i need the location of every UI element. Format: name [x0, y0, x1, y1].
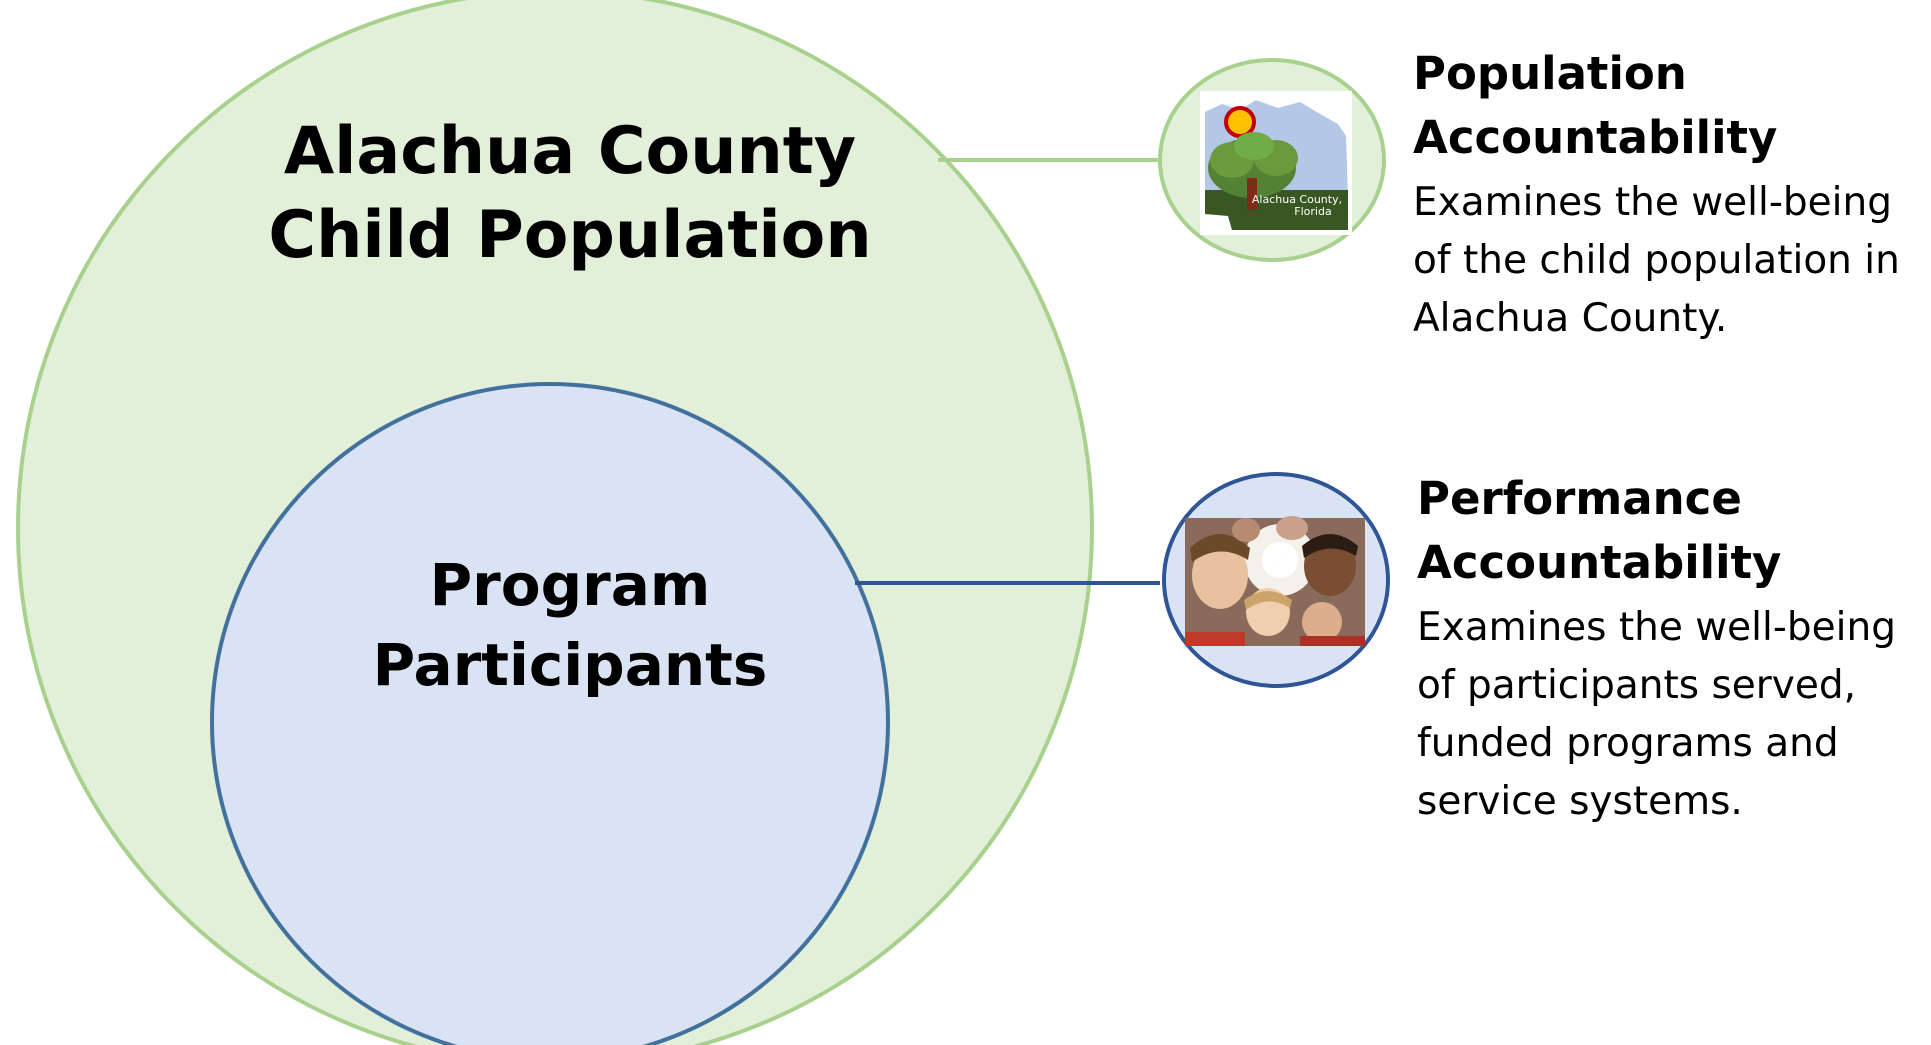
outer-circle-label: Alachua County Child Population: [240, 110, 900, 278]
inner-circle-participants: [210, 382, 890, 1045]
inner-circle-label: Program Participants: [370, 545, 770, 705]
population-title-line1: Population: [1413, 47, 1687, 100]
performance-badge: [1162, 472, 1390, 688]
population-accountability-block: Population Accountability Examines the w…: [1413, 42, 1931, 348]
alachua-county-map-logo-icon: Alachua County, Florida: [1205, 100, 1348, 230]
inner-circle-label-line1: Program: [429, 551, 711, 619]
performance-desc-line: funded programs and: [1417, 721, 1839, 766]
performance-desc-line: service systems.: [1417, 779, 1743, 824]
performance-accountability-title: Performance Accountability: [1417, 467, 1931, 595]
performance-accountability-description: Examines the well-being of participants …: [1417, 599, 1931, 831]
performance-desc-line: of participants served,: [1417, 663, 1857, 708]
population-desc-line: Examines the well-being: [1413, 180, 1892, 225]
outer-circle-label-line2: Child Population: [268, 198, 872, 273]
population-desc-line: Alachua County.: [1413, 296, 1728, 341]
population-desc-line: of the child population in: [1413, 238, 1900, 283]
population-badge: Alachua County, Florida: [1158, 58, 1386, 262]
performance-desc-line: Examines the well-being: [1417, 605, 1896, 650]
children-group-photo-icon: [1185, 516, 1365, 646]
badge-caption-line1: Alachua County,: [1252, 193, 1342, 206]
badge-caption-line2: Florida: [1294, 205, 1331, 218]
population-accountability-title: Population Accountability: [1413, 42, 1931, 170]
population-accountability-description: Examines the well-being of the child pop…: [1413, 174, 1931, 348]
performance-accountability-block: Performance Accountability Examines the …: [1417, 467, 1931, 831]
population-title-line2: Accountability: [1413, 111, 1778, 164]
inner-circle-label-line2: Participants: [372, 631, 768, 699]
performance-title-line2: Accountability: [1417, 536, 1782, 589]
outer-circle-label-line1: Alachua County: [283, 114, 857, 189]
performance-title-line1: Performance: [1417, 472, 1742, 525]
